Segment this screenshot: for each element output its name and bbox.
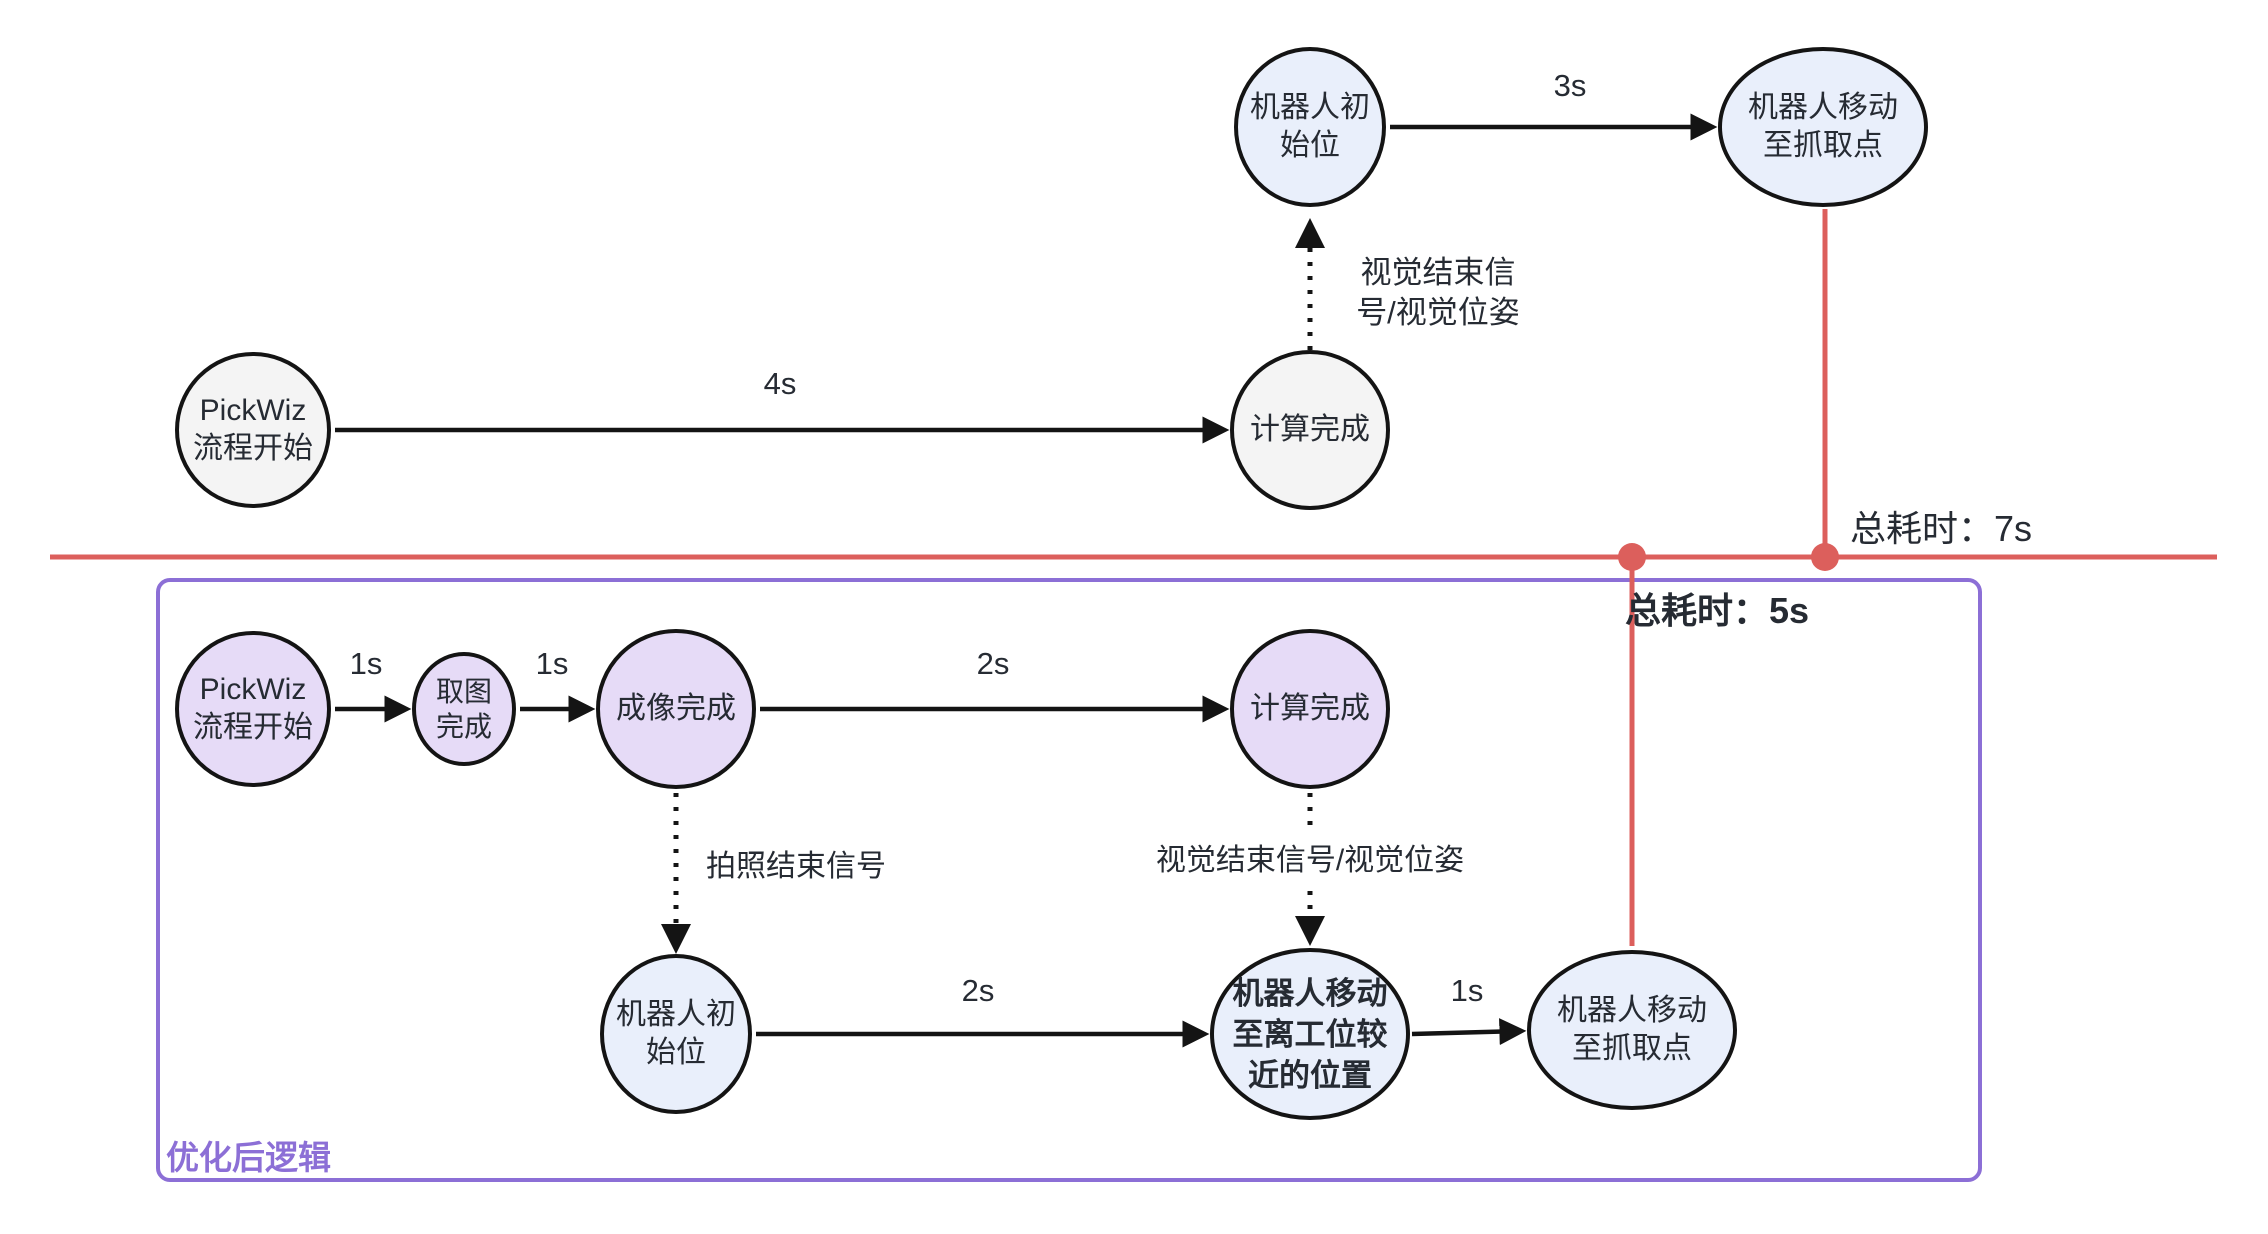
node-bottom-pickwiz-start: PickWiz 流程开始 (175, 631, 331, 787)
edge-label-vision-signal-top: 视觉结束信 号/视觉位姿 (1333, 253, 1543, 333)
edge-label-1s-start-capture: 1s (349, 646, 383, 681)
edge-label-vision-signal-bottom: 视觉结束信号/视觉位姿 (1145, 833, 1475, 881)
node-label-line: 至抓取点 (1572, 1032, 1692, 1065)
optimized-flow-box (156, 578, 1982, 1182)
total-time-5s-label: 总耗时：5s (1624, 590, 1810, 631)
edge-label-3s: 3s (1553, 68, 1587, 103)
node-label-line: 至离工位较 (1232, 1016, 1388, 1052)
edge-label-2s-init-near: 2s (961, 973, 995, 1008)
node-label-line: 计算完成 (1250, 692, 1370, 725)
node-top-pickwiz-start: PickWiz 流程开始 (175, 352, 331, 508)
node-label-line: 始位 (1280, 129, 1340, 162)
node-label-line: 机器人移动 (1748, 91, 1898, 124)
optimized-logic-caption: 优化后逻辑 (166, 1139, 331, 1176)
edge-label-2s-imaging-calc: 2s (976, 646, 1010, 681)
edge-label-photo-end-signal: 拍照结束信号 (706, 850, 886, 883)
node-bottom-robot-init: 机器人初 始位 (600, 954, 752, 1114)
node-label-line: 成像完成 (616, 692, 736, 725)
node-label-line: 机器人初 (1250, 91, 1370, 124)
node-label-line: 始位 (646, 1036, 706, 1069)
node-label-line: PickWiz (199, 394, 307, 427)
node-label-line: 机器人移动 (1557, 994, 1707, 1027)
node-label-line: 流程开始 (193, 711, 313, 744)
node-bottom-robot-grab: 机器人移动 至抓取点 (1527, 950, 1737, 1110)
node-label-line: 至抓取点 (1763, 129, 1883, 162)
red-dot-top-grab (1811, 543, 1839, 571)
node-label-line: 机器人初 (616, 998, 736, 1031)
edge-label-line: 号/视觉位姿 (1356, 295, 1520, 330)
node-label-line: 流程开始 (193, 432, 313, 465)
edge-label-4s: 4s (763, 366, 797, 401)
node-label-line: 近的位置 (1248, 1057, 1372, 1093)
node-label-line: 机器人移动 (1232, 975, 1388, 1011)
node-label-line: 完成 (435, 711, 492, 742)
edge-label-line: 视觉结束信 (1360, 255, 1516, 290)
node-label-line: 计算完成 (1250, 413, 1370, 446)
node-top-robot-init: 机器人初 始位 (1234, 47, 1386, 207)
node-label-line: 取图 (435, 676, 492, 707)
edge-label-1s-near-grab: 1s (1450, 973, 1484, 1008)
edge-label-1s-capture-imaging: 1s (535, 646, 569, 681)
edge-bottom-near-to-grab (1411, 1018, 1527, 1046)
node-label-line: PickWiz (199, 673, 307, 706)
node-bottom-calc-done: 计算完成 (1230, 629, 1390, 789)
node-bottom-robot-near: 机器人移动 至离工位较 近的位置 (1210, 948, 1410, 1120)
node-top-robot-grab: 机器人移动 至抓取点 (1718, 47, 1928, 207)
node-top-calc-done: 计算完成 (1230, 350, 1390, 510)
total-time-7s-label: 总耗时：7s (1849, 508, 2033, 549)
node-bottom-imaging-done: 成像完成 (596, 629, 756, 789)
red-dot-bottom-grab (1618, 543, 1646, 571)
node-bottom-capture-done: 取图 完成 (412, 652, 516, 766)
